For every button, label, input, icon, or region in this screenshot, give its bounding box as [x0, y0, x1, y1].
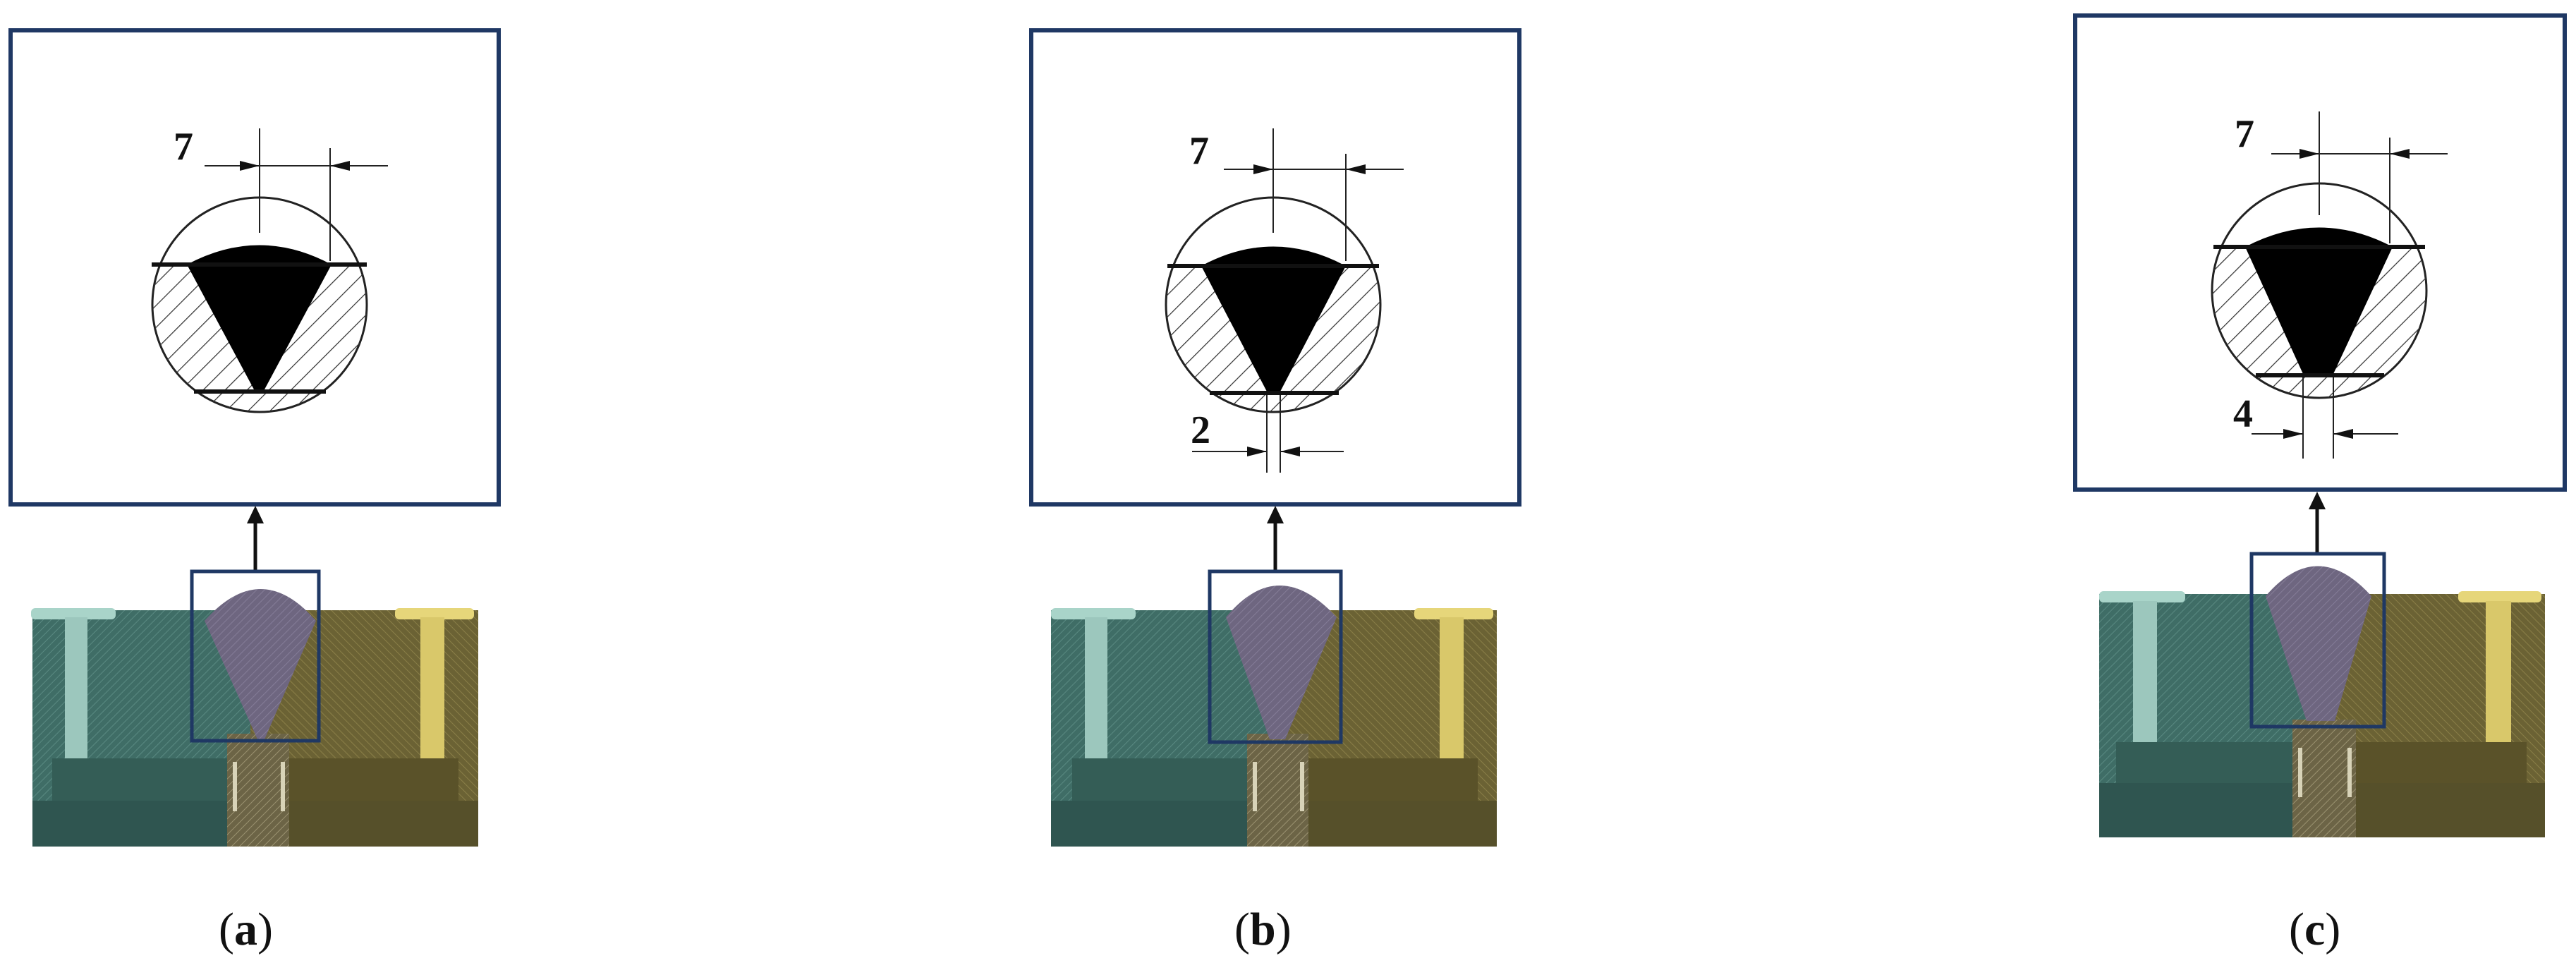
joint-model	[1051, 569, 1497, 847]
zoom-selection-box	[2249, 552, 2386, 729]
caption-c: (c)	[2289, 904, 2341, 955]
zoom-arrow	[1267, 506, 1284, 571]
zoom-selection-box	[190, 569, 321, 743]
weld-bead	[205, 589, 316, 739]
dimension-bottom-label: 2	[1191, 408, 1210, 452]
teal-bolt-head	[1051, 608, 1136, 619]
caption-a: (a)	[219, 904, 273, 955]
panel-b: 7 2	[1023, 0, 1728, 970]
zoom-selection-box	[1208, 569, 1343, 744]
teal-bolt-head	[31, 608, 116, 619]
dimension-top-label: 7	[174, 125, 193, 169]
gold-bolt	[1440, 617, 1464, 758]
zoom-arrow	[2309, 492, 2326, 554]
teal-bolt	[65, 617, 87, 758]
panel-c: 7 4	[2067, 0, 2576, 970]
gold-bolt-head	[1414, 608, 1493, 619]
panel-c-drawing: 7 4	[2073, 13, 2567, 837]
teal-bolt	[1085, 617, 1107, 758]
gold-bolt-head	[2458, 591, 2541, 602]
weld-bead	[1226, 586, 1337, 739]
teal-bolt	[2133, 601, 2157, 742]
dimension-top-label: 7	[2235, 112, 2254, 156]
weld-detail-circle	[1165, 196, 1382, 413]
joint-model	[2099, 552, 2545, 837]
panel-a: 7	[0, 0, 705, 970]
dimension-bottom: 2	[1191, 395, 1344, 473]
dimension-top: 7	[1189, 128, 1404, 261]
gold-bolt	[2486, 601, 2511, 742]
gold-bolt-head	[395, 608, 474, 619]
detail-frame	[2073, 13, 2567, 492]
caption-b: (b)	[1234, 904, 1292, 955]
dimension-bottom: 4	[2233, 377, 2398, 459]
zoom-arrow	[247, 506, 264, 571]
panel-a-drawing: 7	[8, 28, 501, 847]
teal-bolt-head	[2099, 591, 2185, 602]
weld-detail-circle	[2211, 182, 2428, 399]
dimension-top: 7	[2235, 111, 2448, 243]
dimension-top: 7	[174, 125, 388, 261]
panel-b-drawing: 7 2	[1029, 28, 1521, 847]
dimension-bottom-label: 4	[2233, 392, 2253, 436]
gold-bolt	[420, 617, 444, 758]
dimension-top-label: 7	[1189, 129, 1209, 173]
weld-bead	[2266, 566, 2371, 721]
joint-model	[31, 569, 478, 847]
